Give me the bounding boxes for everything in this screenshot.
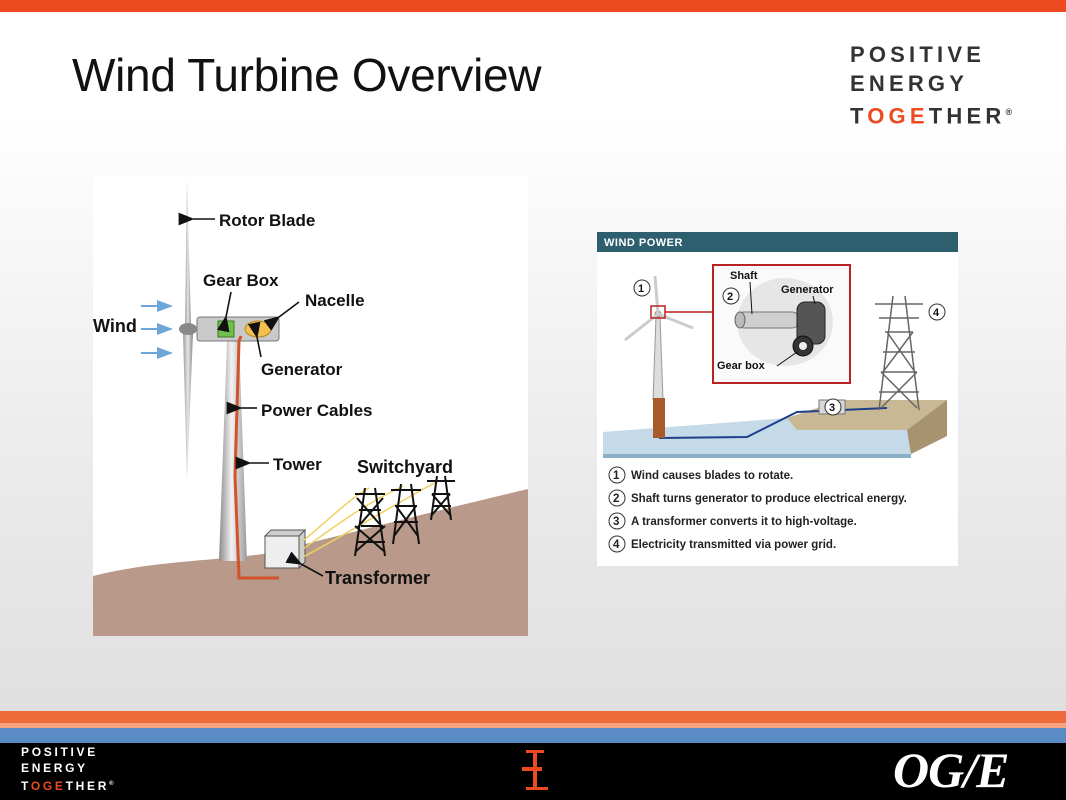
wind-power-header: WIND POWER bbox=[604, 237, 683, 249]
transformer-box bbox=[264, 535, 300, 569]
ground-hill bbox=[93, 489, 528, 636]
label-power-cables: Power Cables bbox=[261, 401, 373, 420]
wind-arrows-icon bbox=[141, 300, 173, 359]
callout-gear-box: Gear box bbox=[717, 360, 766, 372]
callout-shaft: Shaft bbox=[730, 270, 758, 282]
legend-item-4: Electricity transmitted via power grid. bbox=[631, 539, 836, 551]
svg-text:3: 3 bbox=[613, 516, 619, 528]
label-switchyard: Switchyard bbox=[357, 457, 453, 477]
legend-item-3: A transformer converts it to high-voltag… bbox=[631, 516, 857, 528]
turbine-tower bbox=[652, 315, 664, 401]
footer-bar: POSITIVE ENERGY TOGETHER® OG/E bbox=[0, 742, 1066, 800]
positive-energy-together-logo: POSITIVE ENERGY TOGETHER® bbox=[850, 42, 1013, 129]
energy-plus-icon bbox=[522, 750, 548, 790]
label-nacelle: Nacelle bbox=[305, 291, 365, 310]
rotor-blade-upper bbox=[185, 178, 191, 326]
svg-text:2: 2 bbox=[613, 493, 619, 505]
slide-title: Wind Turbine Overview bbox=[72, 49, 542, 101]
oge-brand-logo: OG/E bbox=[893, 742, 1009, 798]
shaft bbox=[736, 311, 800, 329]
gear-box bbox=[217, 320, 235, 338]
wind-power-header-bar bbox=[597, 232, 958, 252]
power-cable bbox=[233, 335, 279, 580]
wind-power-legend: 1 Wind causes blades to rotate. 2 Shaft … bbox=[608, 466, 907, 553]
tower bbox=[219, 341, 247, 561]
legend-item-1: Wind causes blades to rotate. bbox=[631, 470, 793, 482]
generator-coil bbox=[244, 320, 272, 338]
marker-1: 1 bbox=[638, 283, 644, 295]
label-rotor-blade: Rotor Blade bbox=[219, 211, 315, 230]
marker-2: 2 bbox=[727, 291, 733, 303]
marker-4: 4 bbox=[933, 307, 940, 319]
label-tower: Tower bbox=[273, 455, 322, 474]
wind-power-infographic: WIND POWER Shaft Generator Gear box bbox=[597, 232, 958, 566]
switchyard-towers bbox=[354, 475, 455, 557]
label-generator: Generator bbox=[261, 360, 343, 379]
turbine-foundation bbox=[653, 398, 665, 438]
legend-item-2: Shaft turns generator to produce electri… bbox=[631, 493, 907, 505]
label-wind: Wind bbox=[93, 316, 137, 336]
svg-text:1: 1 bbox=[613, 470, 620, 482]
transmission-tower bbox=[875, 295, 923, 411]
footer-positive-energy-logo: POSITIVE ENERGY TOGETHER® bbox=[21, 745, 114, 793]
rotor-blade-lower bbox=[183, 333, 193, 481]
wind-turbine-diagram: Rotor Blade Gear Box Nacelle Wind Genera… bbox=[93, 176, 528, 636]
svg-text:4: 4 bbox=[613, 539, 620, 551]
label-gear-box: Gear Box bbox=[203, 271, 279, 290]
footer-stripes bbox=[0, 711, 1066, 743]
hub bbox=[179, 323, 197, 335]
top-accent-bar bbox=[0, 0, 1066, 12]
label-transformer: Transformer bbox=[325, 568, 430, 588]
callout-generator: Generator bbox=[781, 284, 834, 296]
marker-3: 3 bbox=[829, 402, 835, 414]
